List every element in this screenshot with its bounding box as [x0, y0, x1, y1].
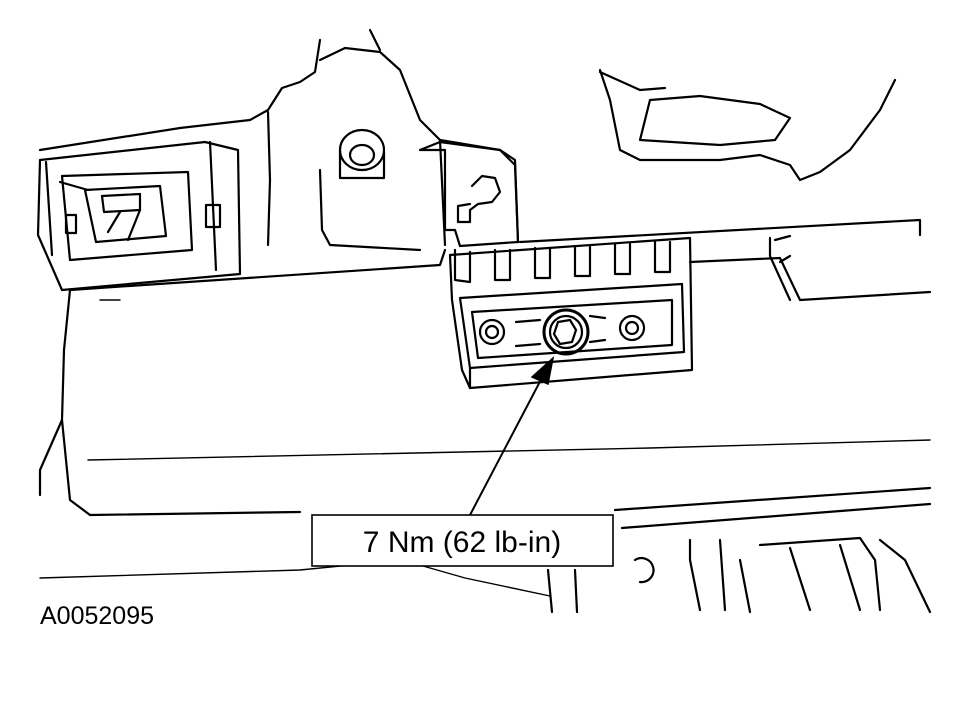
mounting-post: [338, 128, 386, 180]
torque-spec-label: 7 Nm (62 lb-in): [363, 526, 561, 559]
main-panel: [38, 234, 932, 530]
upper-structure: [38, 28, 922, 252]
keyhole-bracket: [418, 140, 520, 248]
figure-id: A0052095: [40, 602, 154, 630]
ribbed-bracket: [448, 236, 694, 390]
torque-callout: 7 Nm (62 lb-in): [311, 514, 614, 567]
bolt: [542, 308, 590, 356]
leader-arrow: [469, 355, 555, 516]
callout-frame: [311, 514, 614, 567]
lower-details: [39, 536, 932, 614]
left-bracket: [36, 140, 242, 292]
